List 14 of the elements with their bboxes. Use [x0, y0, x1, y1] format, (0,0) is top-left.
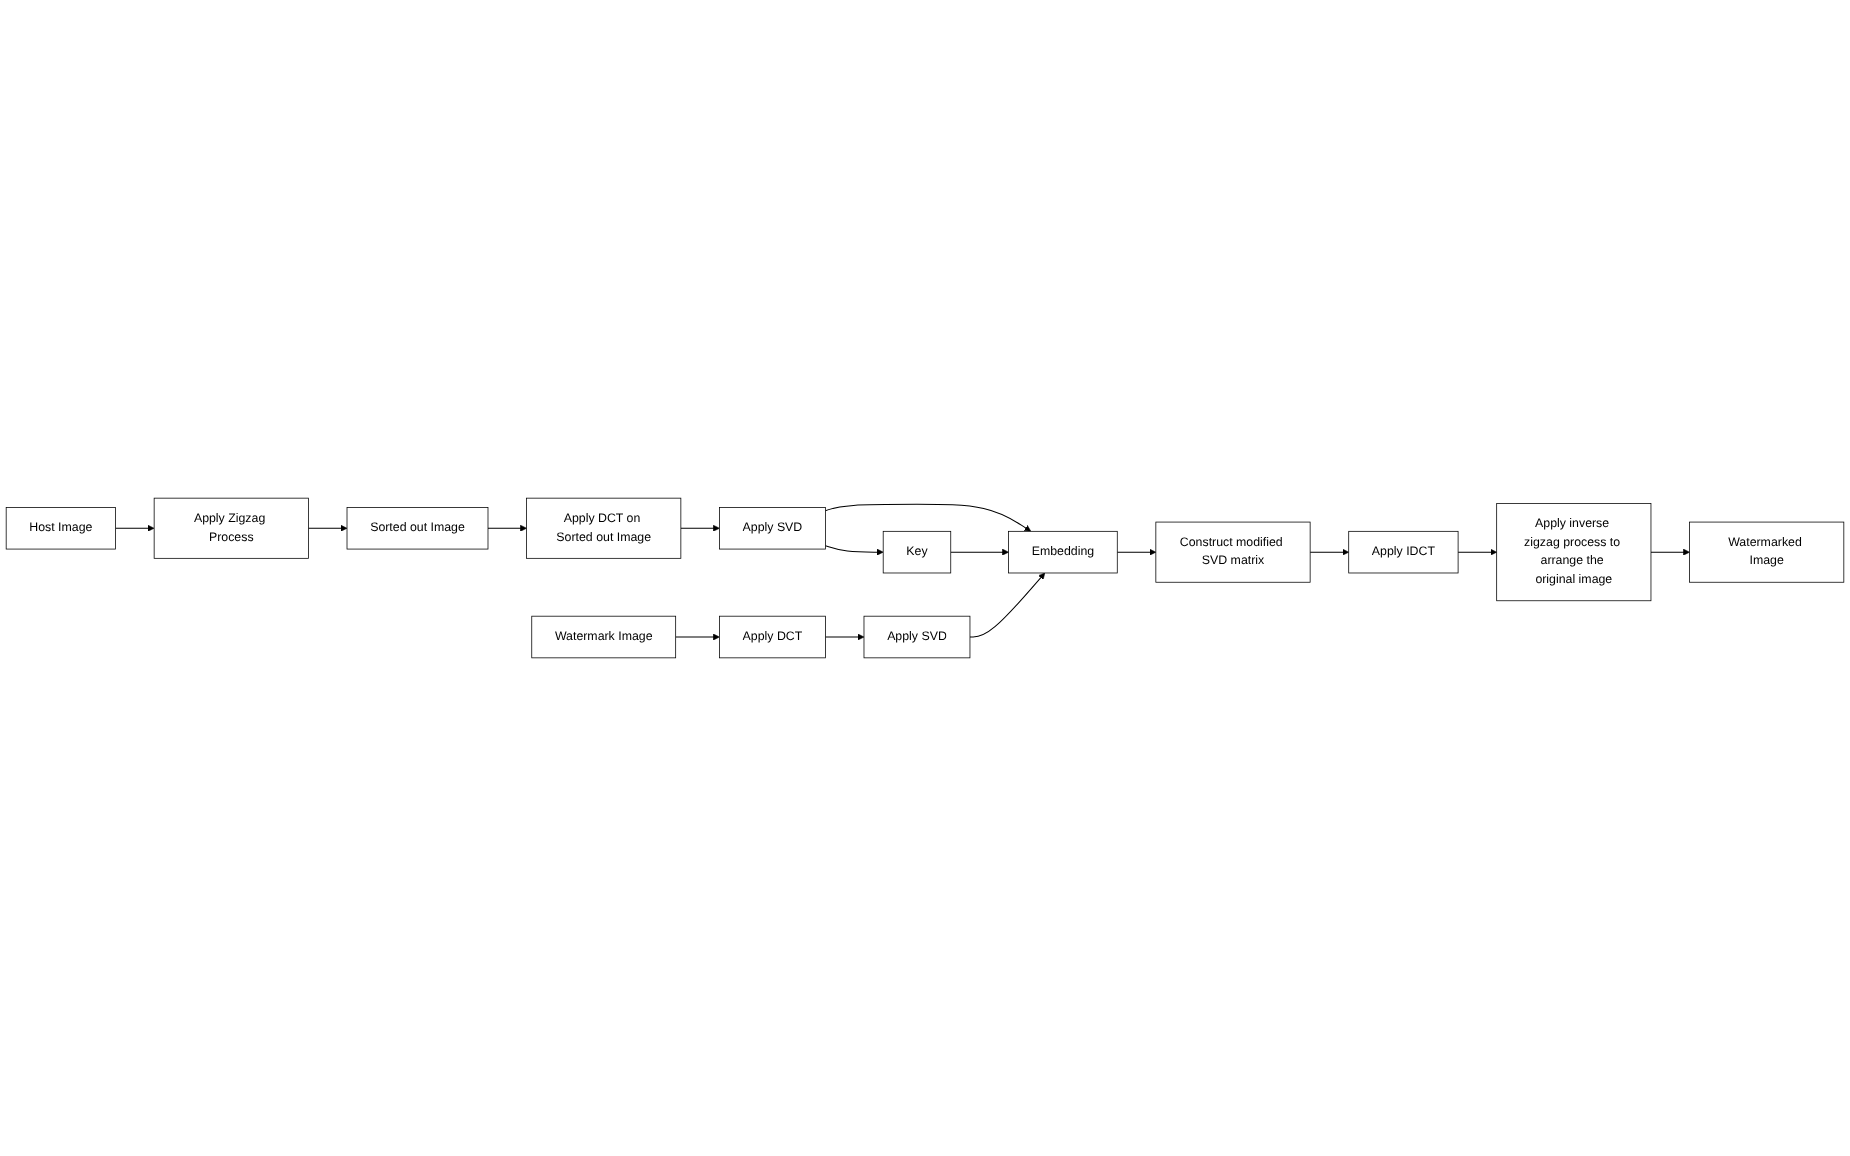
arrow: [824, 503, 1032, 532]
arrow: [1457, 548, 1497, 556]
arrow: [115, 524, 155, 532]
arrow: [1309, 548, 1349, 556]
arrow: [675, 633, 720, 641]
arrow: [1116, 548, 1157, 556]
arrow: [680, 524, 720, 532]
arrow: [307, 524, 348, 532]
arrow: [824, 545, 884, 556]
arrow: [487, 524, 527, 532]
arrow: [824, 633, 865, 641]
arrow: [969, 572, 1046, 638]
arrow: [1650, 548, 1690, 556]
arrow: [950, 548, 1009, 556]
